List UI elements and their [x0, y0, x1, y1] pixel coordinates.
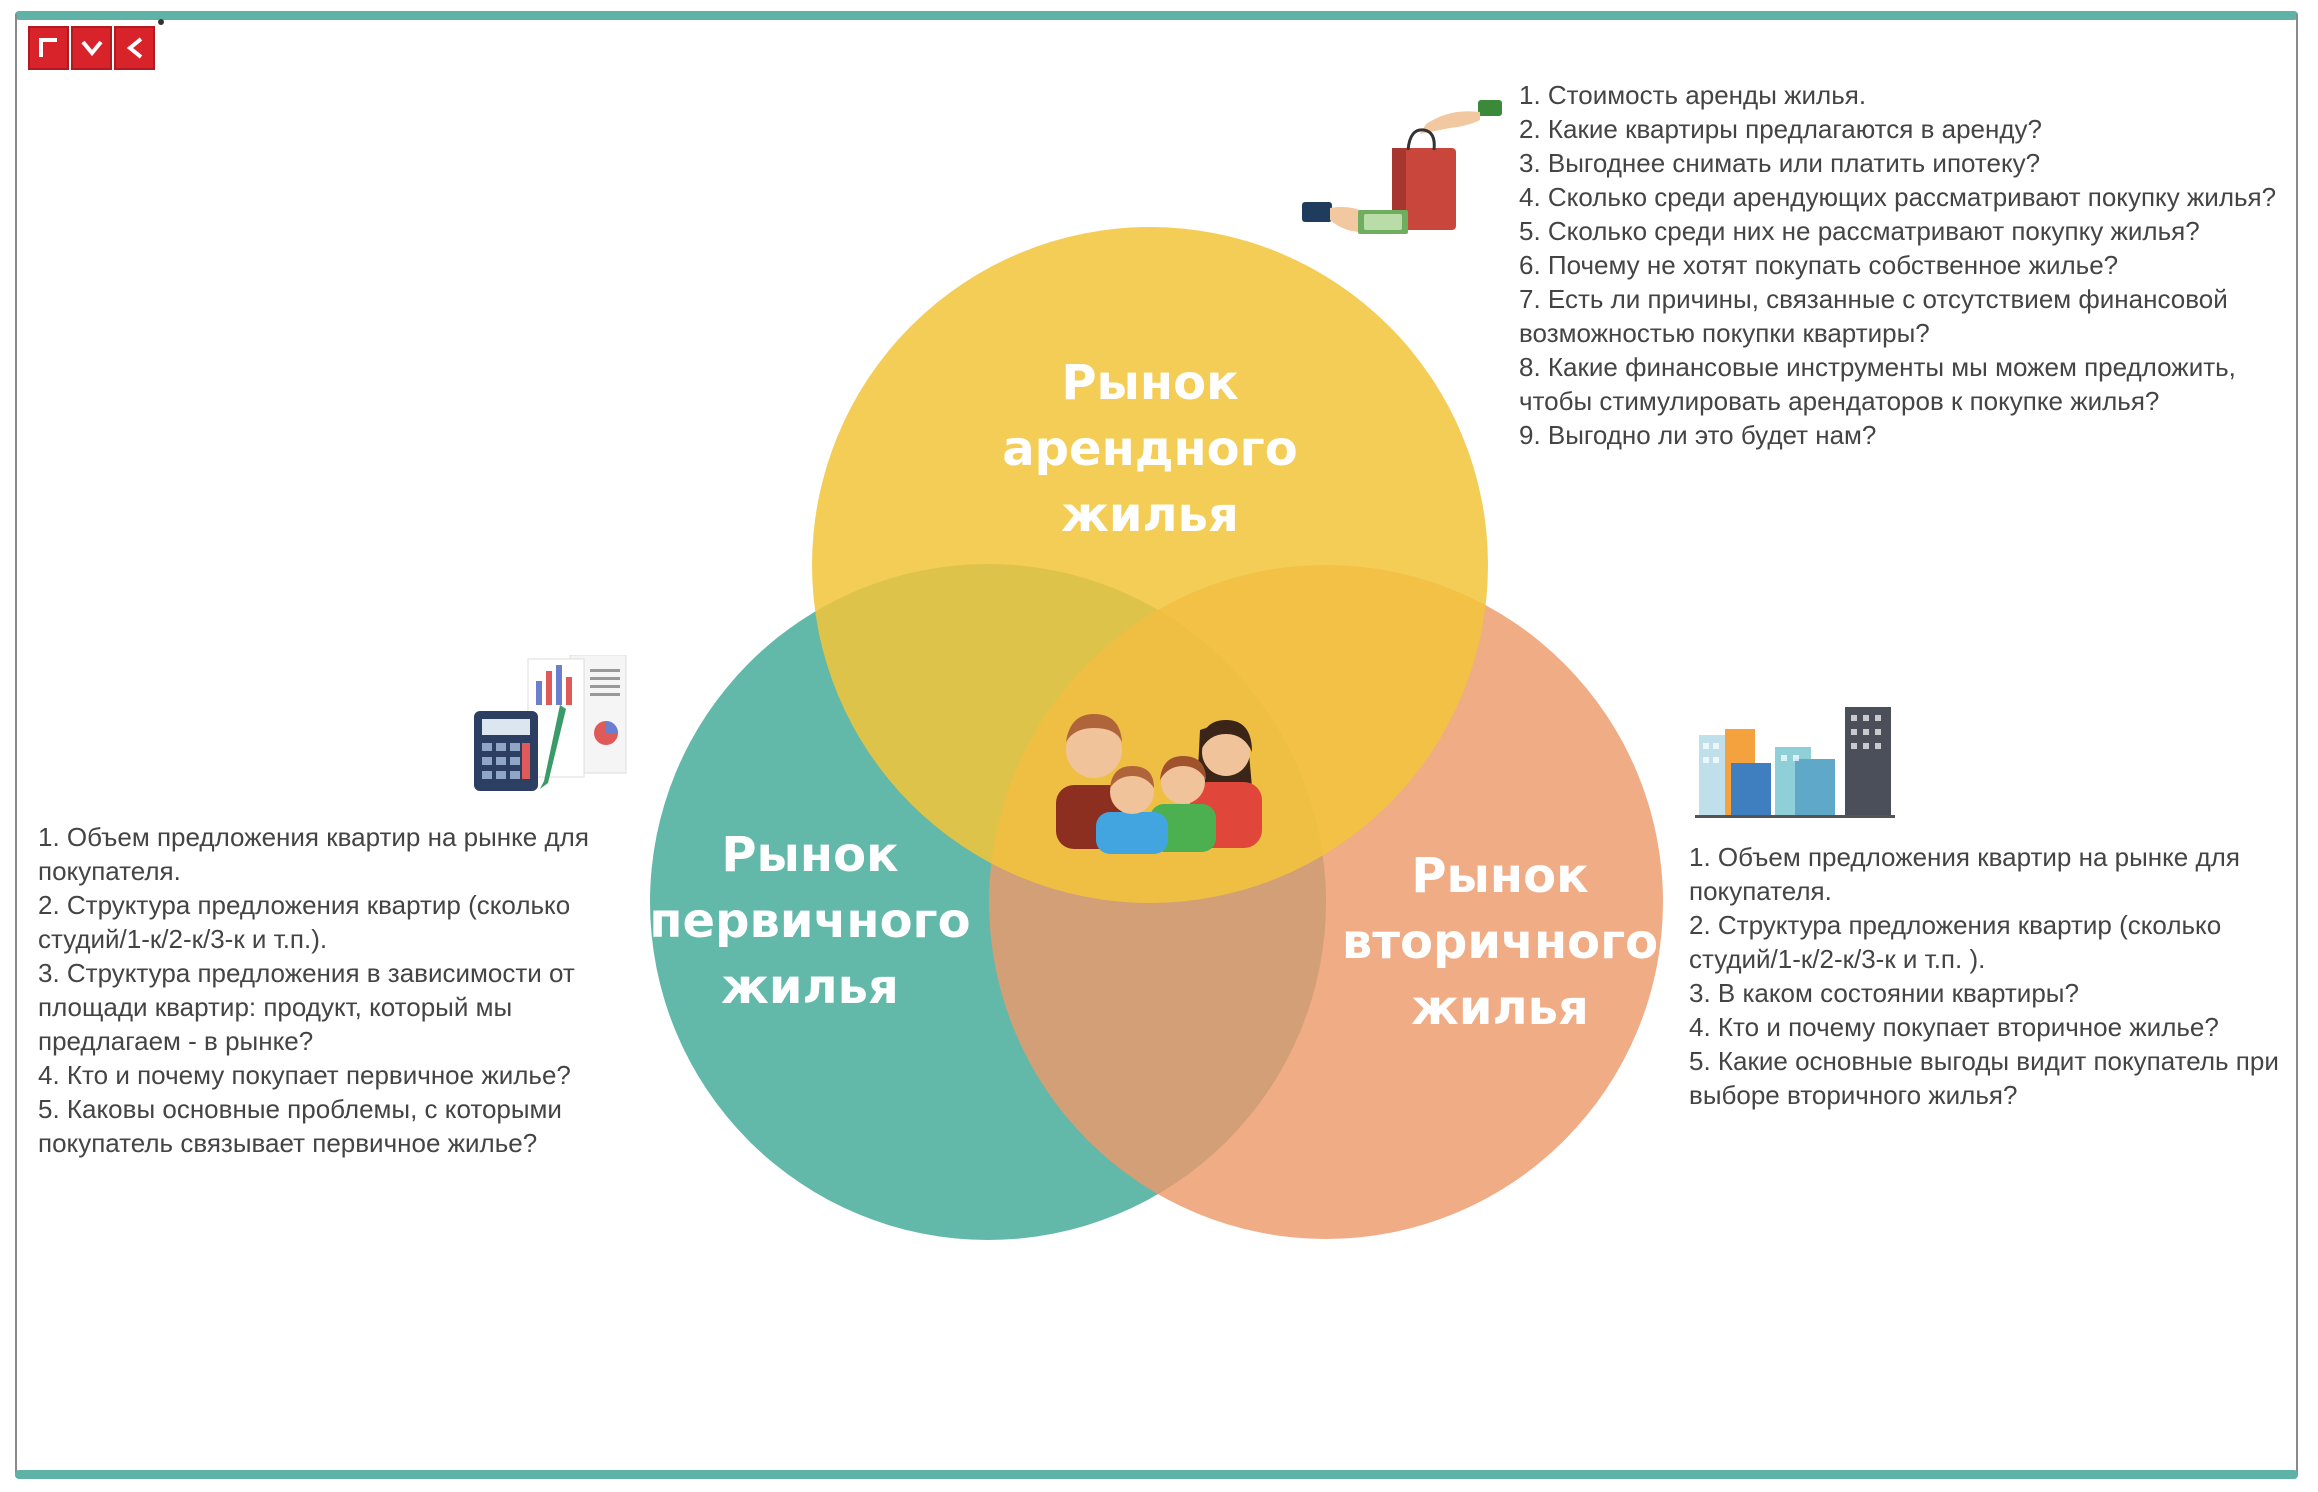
circle-rental [812, 227, 1488, 903]
list-item: 3. Структура предложения в зависимости о… [38, 958, 575, 1056]
city-buildings-icon [1695, 707, 1895, 818]
secondary-questions: 1. Объем предложения квартир на рынке дл… [1689, 840, 2299, 1112]
logo-registered-dot [158, 19, 164, 25]
list-item: 4. Кто и почему покупает вторичное жилье… [1689, 1012, 2219, 1042]
rental-questions: 1. Стоимость аренды жилья. 2. Какие квар… [1519, 78, 2299, 452]
list-item: 4. Кто и почему покупает первичное жилье… [38, 1060, 571, 1090]
list-item: 8. Какие финансовые инструменты мы можем… [1519, 352, 2236, 416]
page-frame [15, 14, 2298, 1476]
list-item: 2. Структура предложения квартир (скольк… [1689, 910, 2222, 974]
circle-label-rental: Рынок арендного жилья [1002, 355, 1298, 543]
list-item: 5. Сколько среди них не рассматривают по… [1519, 216, 2200, 246]
circle-label-primary: Рынок первичного жилья [649, 827, 971, 1015]
list-item: 6. Почему не хотят покупать собственное … [1519, 250, 2119, 280]
hand-money-bag-icon [1302, 100, 1502, 234]
bottom-rule [15, 1470, 2298, 1479]
list-item: 1. Объем предложения квартир на рынке дл… [38, 822, 589, 886]
list-item: 4. Сколько среди арендующих рассматриваю… [1519, 182, 2277, 212]
logo-tile-g [28, 26, 69, 70]
list-item: 2. Структура предложения квартир (скольк… [38, 890, 571, 954]
list-item: 1. Стоимость аренды жилья. [1519, 80, 1867, 110]
list-item: 5. Каковы основные проблемы, с которыми … [38, 1094, 562, 1158]
list-item: 3. Выгоднее снимать или платить ипотеку? [1519, 148, 2041, 178]
logo-tile-v [71, 26, 112, 70]
top-rule [15, 11, 2298, 20]
list-item: 5. Какие основные выгоды видит покупател… [1689, 1046, 2279, 1110]
calculator-report-icon [474, 655, 627, 791]
list-item: 3. В каком состоянии квартиры? [1689, 978, 2079, 1008]
list-item: 2. Какие квартиры предлагаются в аренду? [1519, 114, 2042, 144]
logo-tile-k [114, 26, 155, 70]
list-item: 9. Выгодно ли это будет нам? [1519, 420, 1877, 450]
circle-label-secondary: Рынок вторичного жилья [1341, 848, 1659, 1036]
family-icon [1056, 714, 1262, 854]
list-item: 1. Объем предложения квартир на рынке дл… [1689, 842, 2240, 906]
primary-questions: 1. Объем предложения квартир на рынке дл… [38, 820, 658, 1160]
brand-logo [28, 26, 155, 70]
list-item: 7. Есть ли причины, связанные с отсутств… [1519, 284, 2228, 348]
